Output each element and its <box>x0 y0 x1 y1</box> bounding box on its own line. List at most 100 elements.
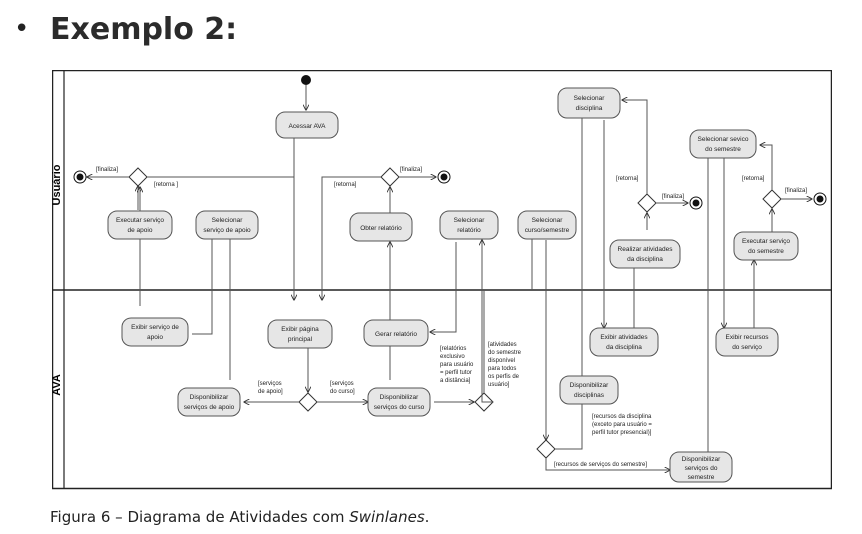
guard-atividades-2: do semestre <box>488 350 522 356</box>
activity-realizar-atividades <box>609 239 681 269</box>
svg-text:da disciplina: da disciplina <box>606 344 642 351</box>
label-executar-apoio-2: de apoio <box>128 227 153 234</box>
activity-selecionar-servico-semestre <box>689 129 757 159</box>
guard-relatorios-3: para usuário <box>440 362 474 368</box>
activity-selecionar-disciplina <box>557 87 621 119</box>
guard-atividades-1: [atividades <box>488 342 517 348</box>
bullet-point: • <box>14 14 30 44</box>
lane-label-usuario: Usuário <box>52 164 63 205</box>
svg-text:serviços do: serviços do <box>685 465 718 472</box>
activity-exibir-recursos <box>715 327 779 357</box>
guard-retorna-relatorio: [retorna] <box>334 182 357 188</box>
activity-executar-servico-apoio <box>107 210 173 240</box>
guard-finaliza-semestre: [finaliza] <box>785 188 807 194</box>
svg-text:Exibir recursos: Exibir recursos <box>726 334 770 341</box>
label-selecionar-semestre-1: Selecionar sevico <box>698 136 749 143</box>
label-selecionar-relatorio-1: Selecionar <box>454 217 486 224</box>
activity-executar-servico-semestre <box>733 231 799 261</box>
guard-recursos-semestre: [recursos de serviços do semestre] <box>554 462 647 468</box>
activity-diagram: Usuário AVA <box>51 69 833 490</box>
svg-text:de apoio]: de apoio] <box>258 389 283 395</box>
label-executar-apoio-1: Executar serviço <box>116 217 164 224</box>
svg-text:exclusivo: exclusivo <box>440 354 465 360</box>
label-disp-disciplinas-2: disciplinas <box>574 392 605 399</box>
label-selecionar-curso-1: Selecionar <box>532 217 564 224</box>
label-exibir-apoio-2: apoio <box>147 334 163 341</box>
activity-exibir-atividades <box>589 327 659 357</box>
label-disp-apoio-1: Disponibilizar <box>190 394 229 401</box>
guard-finaliza-relatorio: [finaliza] <box>400 167 422 173</box>
label-executar-semestre-1: Executar serviço <box>742 238 790 245</box>
svg-text:(exceto para usuário =: (exceto para usuário = <box>592 422 652 428</box>
activity-gerar-relatorio <box>363 319 429 347</box>
svg-text:[relatórios: [relatórios <box>440 346 466 352</box>
label-disp-semestre-2: serviços do <box>685 465 718 472</box>
svg-text:Disponibilizar: Disponibilizar <box>570 382 609 389</box>
svg-text:[recursos da disciplina: [recursos da disciplina <box>592 414 652 420</box>
label-selecionar-apoio-1: Selecionar <box>212 217 244 224</box>
label-obter-relatorio: Obter relatório <box>360 225 402 232</box>
svg-text:Exibir serviço de: Exibir serviço de <box>131 324 179 331</box>
svg-text:serviço de apoio: serviço de apoio <box>203 227 251 234</box>
svg-text:semestre: semestre <box>688 474 715 481</box>
guard-relatorios-2: exclusivo <box>440 354 465 360</box>
svg-text:curso/semestre: curso/semestre <box>525 227 570 234</box>
svg-text:Exibir página: Exibir página <box>281 326 319 333</box>
final-node-disciplina <box>689 196 703 210</box>
label-selecionar-semestre-2: do semestre <box>705 146 741 153</box>
svg-text:apoio: apoio <box>147 334 163 341</box>
svg-text:[serviços: [serviços <box>330 381 354 387</box>
label-exibir-atividades-2: da disciplina <box>606 344 642 351</box>
svg-text:Realizar atividades: Realizar atividades <box>618 246 674 253</box>
activity-selecionar-relatorio <box>439 210 499 240</box>
activity-disponibilizar-servicos-curso <box>367 387 431 417</box>
final-node-apoio <box>73 170 87 184</box>
svg-text:Selecionar sevico: Selecionar sevico <box>698 136 749 143</box>
label-exibir-pagina-1: Exibir página <box>281 326 319 333</box>
lane-label-ava: AVA <box>52 374 63 396</box>
guard-atividades-6: usuário] <box>488 382 510 388</box>
label-selecionar-disciplina-2: disciplina <box>576 105 603 112</box>
label-exibir-recursos-1: Exibir recursos <box>726 334 770 341</box>
svg-text:Executar serviço: Executar serviço <box>742 238 790 245</box>
guard-retorna-disciplina: [retorna] <box>616 176 639 182</box>
activity-disponibilizar-servicos-semestre <box>669 451 733 483</box>
label-exibir-atividades-1: Exibir atividades <box>600 334 648 341</box>
label-exibir-recursos-2: do serviço <box>732 344 762 351</box>
svg-text:Exibir atividades: Exibir atividades <box>600 334 648 341</box>
label-selecionar-relatorio-2: relatório <box>457 227 481 234</box>
guard-relatorios-5: a distância] <box>440 378 471 384</box>
svg-text:= perfil tutor: = perfil tutor <box>440 370 472 376</box>
guard-atividades-5: os perfis de <box>488 374 520 380</box>
label-disp-semestre-3: semestre <box>688 474 715 481</box>
guard-recursos-disciplina-1: [recursos da disciplina <box>592 414 652 420</box>
activity-disponibilizar-disciplinas <box>559 375 619 405</box>
label-realizar-1: Realizar atividades <box>618 246 674 253</box>
svg-text:de apoio: de apoio <box>128 227 153 234</box>
svg-text:para usuário: para usuário <box>440 362 474 368</box>
svg-text:do curso]: do curso] <box>330 389 355 395</box>
svg-text:principal: principal <box>288 336 313 343</box>
svg-text:para todos: para todos <box>488 366 516 372</box>
svg-text:Disponibilizar: Disponibilizar <box>380 394 419 401</box>
final-node-semestre <box>813 192 827 206</box>
slide-title: Exemplo 2: <box>50 12 238 47</box>
svg-text:do semestre: do semestre <box>748 248 784 255</box>
label-exibir-apoio-1: Exibir serviço de <box>131 324 179 331</box>
activity-selecionar-servico-apoio <box>195 210 259 240</box>
caption-end: . <box>424 508 430 526</box>
initial-node <box>301 75 311 85</box>
svg-text:[atividades: [atividades <box>488 342 517 348</box>
svg-text:os perfis de: os perfis de <box>488 374 520 380</box>
svg-text:perfil tutor presencial)]: perfil tutor presencial)] <box>592 430 652 436</box>
guard-recursos-disciplina-2: (exceto para usuário = <box>592 422 652 428</box>
svg-text:serviços de apoio: serviços de apoio <box>184 404 235 411</box>
svg-text:disciplinas: disciplinas <box>574 392 605 399</box>
activity-exibir-pagina-principal <box>267 319 333 349</box>
label-disp-curso-2: serviços do curso <box>374 404 425 411</box>
label-selecionar-curso-2: curso/semestre <box>525 227 570 234</box>
svg-text:usuário]: usuário] <box>488 382 510 388</box>
caption-text: Figura 6 – Diagrama de Atividades com <box>50 508 350 526</box>
label-disp-disciplinas-1: Disponibilizar <box>570 382 609 389</box>
svg-text:Selecionar: Selecionar <box>532 217 564 224</box>
